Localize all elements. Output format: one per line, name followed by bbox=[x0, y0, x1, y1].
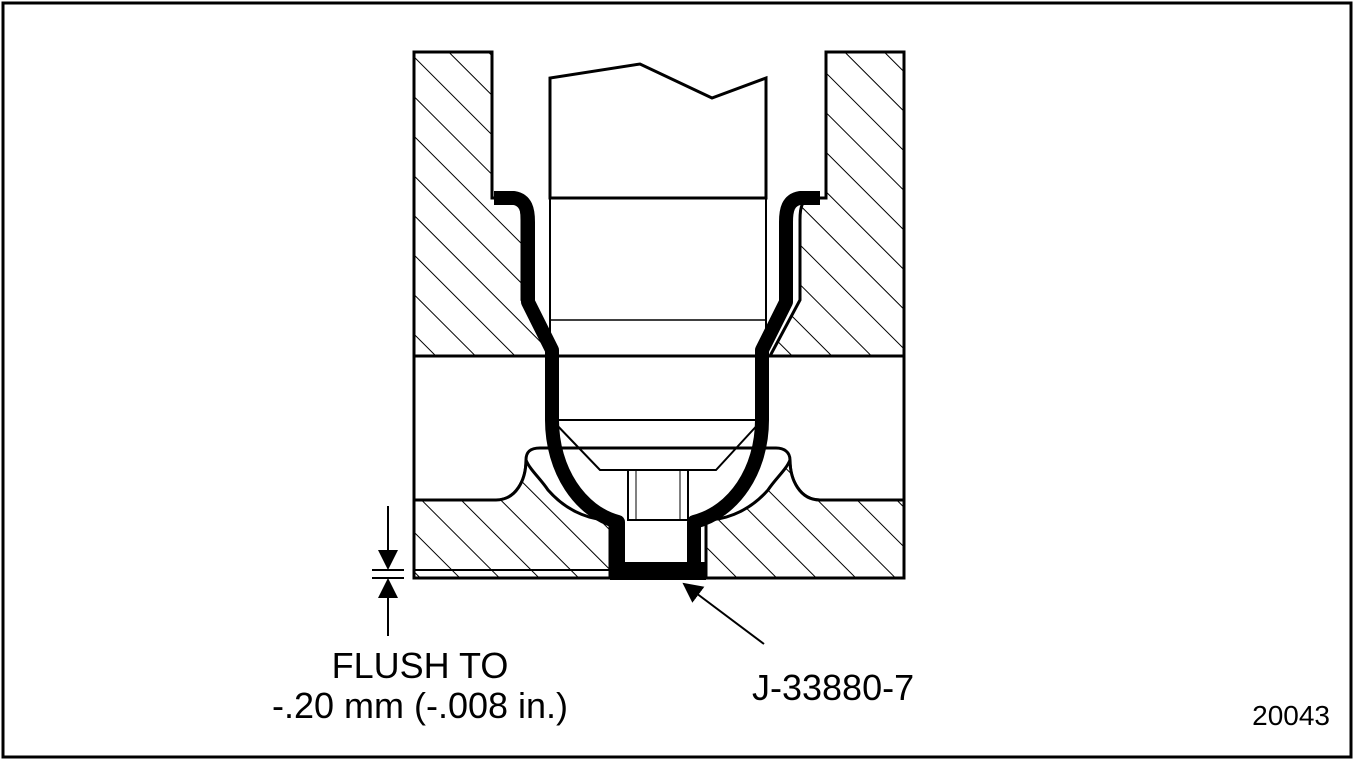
flush-label-line-1: FLUSH TO bbox=[331, 645, 509, 686]
water-jacket bbox=[412, 354, 906, 502]
flush-dimension-label: FLUSH TO -.20 mm (-.008 in.) bbox=[250, 646, 590, 726]
tool-body bbox=[548, 62, 768, 200]
installer-tool bbox=[548, 62, 768, 521]
head-casting bbox=[412, 50, 906, 580]
figure-number: 20043 bbox=[1252, 700, 1330, 731]
flush-label-line-2: -.20 mm (-.008 in.) bbox=[271, 685, 569, 726]
tool-nose bbox=[551, 419, 763, 471]
flush-dimension bbox=[372, 506, 404, 636]
tool-pilot bbox=[627, 470, 689, 521]
tube-tip bbox=[610, 562, 706, 580]
part-leader-line bbox=[682, 582, 765, 645]
part-number-label: J-33880-7 bbox=[752, 667, 915, 708]
